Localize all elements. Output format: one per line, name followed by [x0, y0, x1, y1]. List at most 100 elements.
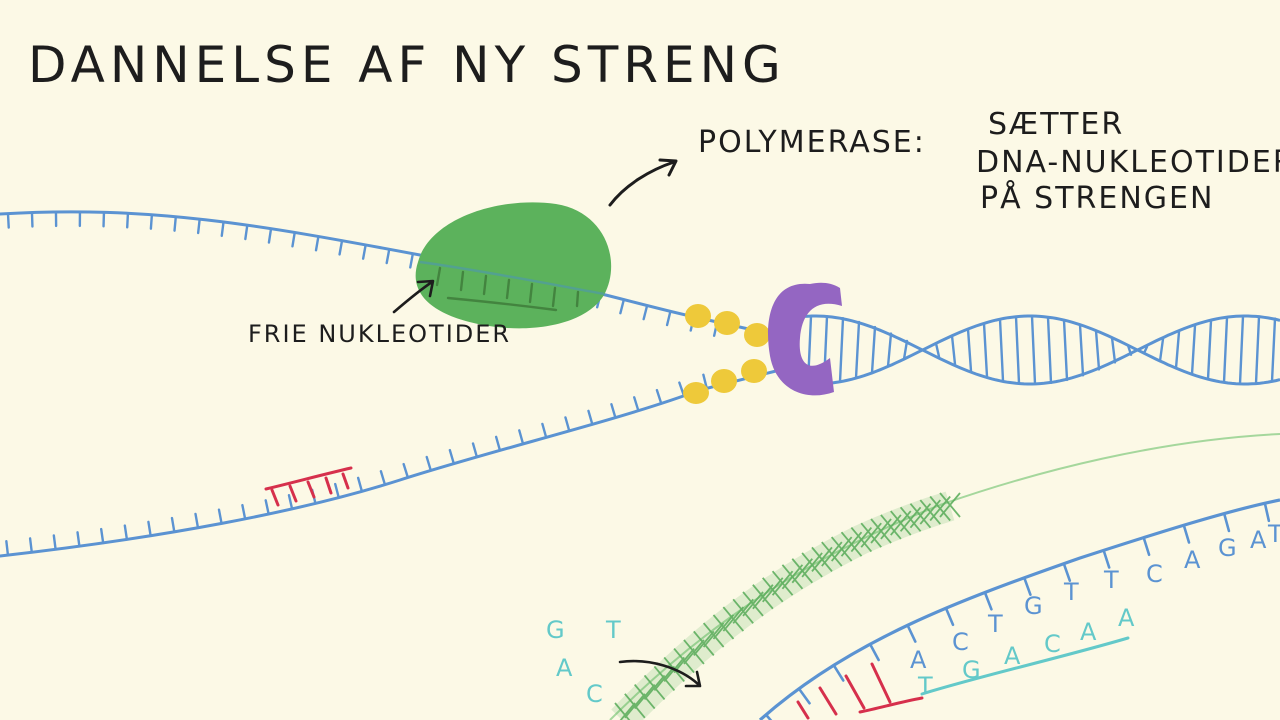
strand-tick	[147, 520, 152, 537]
strand-tick	[906, 623, 917, 643]
zoom-arrow	[618, 659, 702, 688]
hatch-line	[762, 577, 784, 603]
strand-tick	[665, 310, 672, 327]
strand-tick	[170, 516, 176, 534]
strand-tick	[379, 470, 387, 486]
template-base: T	[1063, 578, 1079, 606]
strand-tick	[518, 429, 525, 446]
strand-tick	[409, 252, 415, 269]
strand-tick	[1182, 523, 1191, 544]
strand-tick	[264, 499, 270, 516]
template-base: T	[987, 610, 1003, 638]
helix-rung	[966, 327, 973, 373]
helix-rung	[1270, 317, 1277, 383]
strand-tick	[1222, 512, 1231, 533]
helix-rung	[950, 334, 957, 366]
strand-tick	[126, 212, 130, 229]
template-base: T	[1267, 520, 1280, 548]
template-base: G	[1218, 534, 1237, 562]
helix-rung	[1222, 316, 1229, 384]
hatch-line	[722, 606, 745, 632]
strand-tick	[220, 220, 225, 238]
strand-tick	[6, 212, 10, 229]
strand-tick	[619, 298, 626, 315]
strand-tick	[655, 388, 663, 405]
strand-tick	[471, 442, 479, 459]
new-strand-base: C	[1044, 630, 1061, 658]
hatch-line	[683, 639, 705, 665]
strand-tick	[99, 527, 105, 545]
helix-rung	[870, 325, 877, 375]
strand-tick	[425, 455, 432, 472]
helix-rung	[838, 317, 845, 383]
helix-rung	[1190, 324, 1197, 376]
free-nucleotides-label: FRIE NUKLEOTIDER	[248, 320, 511, 348]
strand-tick	[944, 606, 955, 627]
helix-rung	[1062, 318, 1069, 382]
strand-tick	[1062, 562, 1072, 582]
helix-rung	[1030, 314, 1037, 386]
loose-base: T	[605, 616, 621, 644]
strand-tick	[5, 539, 10, 557]
hatch-line	[712, 614, 735, 640]
zoom-template-strand	[758, 498, 1280, 720]
zoom-primer	[796, 662, 924, 720]
hatch-line	[781, 564, 804, 590]
lower-strand	[0, 368, 782, 558]
loose-bases: G T A C	[546, 616, 621, 708]
zoom-band	[609, 433, 1280, 720]
strand-tick	[196, 217, 201, 235]
loose-base: G	[546, 616, 565, 644]
page-title: DANNELSE AF NY STRENG	[28, 36, 786, 94]
hatch-line	[791, 558, 813, 584]
strand-tick	[702, 373, 708, 390]
template-base: T	[1103, 566, 1119, 594]
polymerase-label: POLYMERASE:	[698, 125, 926, 160]
helix-rung	[998, 318, 1005, 382]
free-nucleotides-arrow	[392, 279, 435, 314]
strand-tick	[983, 591, 993, 611]
new-strand-base: A	[1118, 604, 1135, 632]
helicase-enzyme	[768, 282, 842, 396]
strand-tick	[338, 239, 344, 256]
helix-rung	[1078, 323, 1085, 377]
nucleotide-balls	[683, 304, 770, 404]
hatch-line	[702, 622, 725, 648]
strand-tick	[244, 223, 249, 241]
hatch-line	[693, 630, 715, 656]
new-strand-base: G	[962, 656, 981, 684]
loose-base: C	[586, 680, 603, 708]
strand-tick	[241, 503, 247, 521]
strand-tick	[76, 531, 81, 548]
polymerase-desc-line-1: SÆTTER	[988, 107, 1124, 142]
strand-tick	[149, 213, 154, 230]
helix-rung	[1206, 319, 1213, 381]
hatch-line	[619, 702, 636, 720]
hatch-line	[771, 570, 794, 596]
template-base: A	[1184, 546, 1201, 574]
lower-strand-ticks	[5, 373, 708, 557]
hatch-line	[939, 492, 961, 518]
strand-tick	[610, 403, 617, 419]
strand-tick	[832, 663, 845, 682]
strand-tick	[633, 396, 640, 412]
hatch-line	[732, 598, 754, 624]
polymerase-desc-line-2: DNA-NUKLEOTIDER	[976, 145, 1280, 180]
strand-tick	[123, 524, 129, 541]
new-strand-base: T	[917, 672, 933, 700]
strand-tick	[287, 494, 294, 511]
helix-rung	[1254, 315, 1261, 385]
template-base: C	[952, 628, 969, 656]
loose-base: A	[556, 654, 573, 682]
strand-tick	[541, 422, 548, 439]
zoom-template-ticks	[764, 501, 1271, 720]
new-strand-base: A	[1080, 618, 1097, 646]
helix-rung	[1094, 329, 1101, 371]
strand-tick	[1263, 501, 1271, 523]
new-strand-base: A	[1004, 642, 1021, 670]
template-base: A	[1250, 526, 1267, 554]
strand-tick	[868, 642, 880, 662]
helix-rung	[934, 342, 941, 358]
